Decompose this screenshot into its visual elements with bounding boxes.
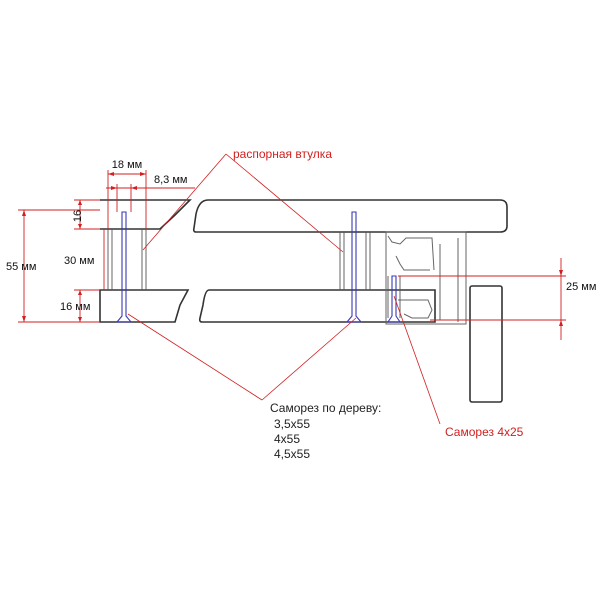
arrow-25-top	[559, 270, 563, 276]
dim-label-16-bottom: 16 мм	[60, 301, 90, 313]
dim-label-55: 55 мм	[6, 261, 36, 273]
arrow-18-right	[140, 172, 146, 176]
dim-label-8-3: 8,3 мм	[154, 174, 187, 186]
dimension-lines	[18, 170, 566, 340]
callout-small-screw: Саморез 4х25	[445, 425, 524, 439]
profile-web	[385, 231, 467, 325]
leader-spacer-left	[142, 153, 227, 251]
arrow-55-top	[22, 210, 26, 216]
small-screw	[386, 275, 402, 323]
arrow-25-bottom	[559, 320, 563, 326]
arrow-8-3-left	[111, 186, 117, 190]
leader-spacer-right	[225, 153, 344, 253]
dim-label-30: 30 мм	[64, 255, 94, 267]
callout-wood-screw-size-2: 4х55	[274, 432, 300, 446]
callout-spacer: распорная втулка	[233, 147, 332, 161]
profile-top-lip	[387, 235, 435, 271]
leader-lines	[127, 153, 441, 425]
arrow-16-top-b	[78, 224, 82, 229]
leader-wood-screw-left	[127, 313, 263, 401]
callout-wood-screw-title: Саморез по дереву:	[270, 401, 381, 415]
aluminum-profile	[385, 231, 467, 325]
arrow-16-bot-b	[78, 317, 82, 322]
leader-wood-screw-right	[261, 317, 357, 401]
profile-bottom-channel	[398, 299, 433, 319]
bottom-board-left	[99, 289, 190, 323]
callout-wood-screw-size-1: 3,5х55	[274, 417, 310, 431]
profile-mid-channel	[395, 255, 430, 271]
top-board-left	[100, 199, 192, 230]
wood-screw-middle	[345, 211, 363, 323]
wood-screw-left	[115, 211, 133, 323]
arrow-55-bottom	[22, 316, 26, 322]
dimension-arrows	[22, 172, 563, 326]
arrow-16-bot-a	[78, 290, 82, 295]
bottom-board-main	[198, 289, 436, 323]
part-outlines	[99, 199, 508, 403]
arrow-8-3-right	[131, 186, 137, 190]
arrow-18-left	[108, 172, 114, 176]
dim-label-16-top: 16	[72, 210, 84, 222]
arrow-16-top-a	[78, 200, 82, 205]
screws	[115, 211, 402, 323]
dim-label-18: 18 мм	[112, 159, 142, 171]
callout-wood-screw-size-3: 4,5х55	[274, 447, 310, 461]
spacer-sleeves	[107, 229, 401, 318]
end-profile	[469, 285, 503, 403]
dim-label-25: 25 мм	[566, 281, 596, 293]
leader-small-screw	[393, 295, 441, 425]
top-board-main	[192, 199, 508, 233]
